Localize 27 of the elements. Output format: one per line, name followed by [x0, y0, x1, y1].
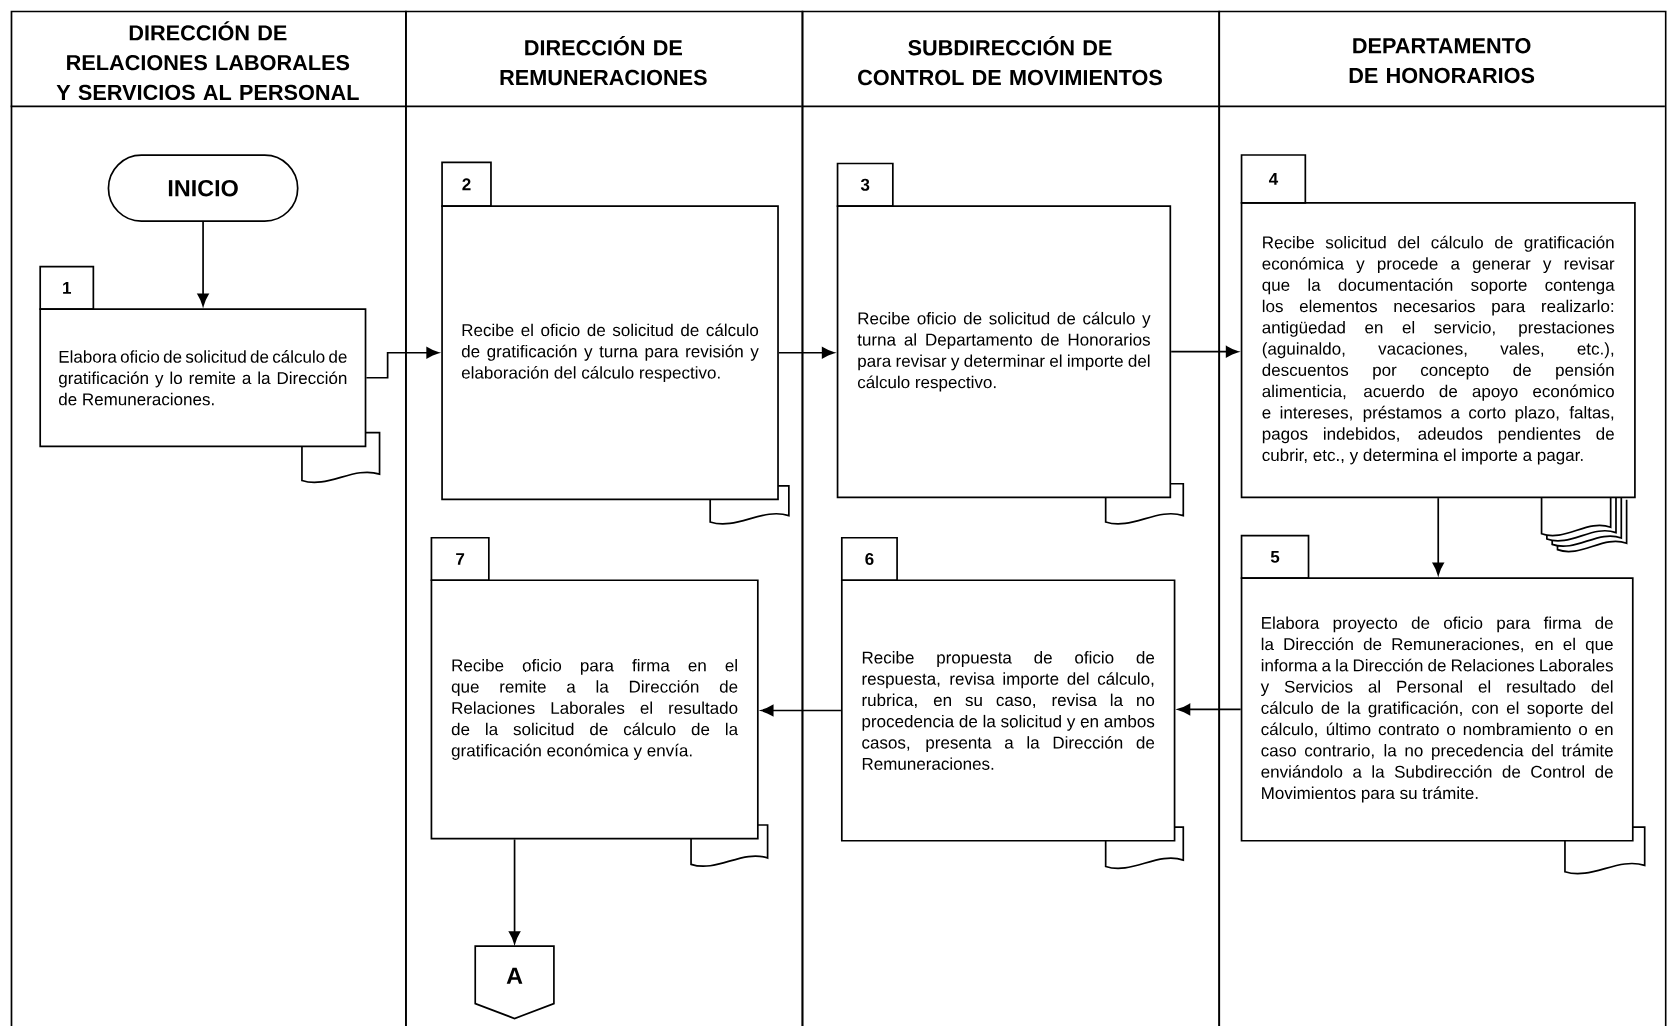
document-box: Elabora proyecto de oficio para firma de la Dirección de Remuneraciones, en el que informa a la Dirección de Relaciones Laborales y Servicios al Personal el resultado del cálculo de la gratificación, con el soporte del cálculo, último contrato o nombramiento o en caso contrario, la no precedencia del trámite enviándolo a la Subdirección de Control de Movimientos para su trámite.	[1240, 577, 1646, 875]
step-number-tab: 1	[39, 265, 95, 311]
arrow	[778, 347, 835, 359]
lane-header: DEPARTAMENTO DE HONORARIOS	[1349, 38, 1535, 84]
document-box: Recibe el oficio de solicitud de cálculo de gratificación y turna para revisión y elaboración del cálculo respectivo.	[441, 205, 790, 525]
lane-header: DIRECCIÓN DE REMUNERACIONES	[500, 36, 707, 86]
document-box: Recibe propuesta de oficio de respuesta, revisa importe del cálculo, rubrica, en su caso, revisa la no procedencia de la solicitud y en ambos casos, presenta a la Dirección de Remuneraciones.	[840, 579, 1185, 870]
step-number-tab: 7	[430, 536, 490, 582]
document-box: Recibe oficio para firma en el que remite a la Dirección de Relaciones Laborales el resultado de la solicitud de cálculo de la gratificación económica y envía.	[430, 579, 769, 868]
arrow	[365, 347, 439, 379]
arrow	[197, 221, 209, 307]
step-number-tab: 2	[441, 161, 492, 207]
arrow	[760, 704, 842, 717]
document-box: Recibe oficio de solicitud de cálculo y turna al Departamento de Honorarios para revisar y determinar el importe del cálculo respectivo.	[836, 205, 1185, 525]
step-number-tab: 4	[1240, 154, 1307, 204]
step-number-tab: 5	[1240, 534, 1310, 579]
arrow	[1177, 703, 1242, 716]
lane-header: SUBDIRECCIÓN DE CONTROL DE MOVIMIENTOS	[858, 36, 1162, 86]
lane-header: DIRECCIÓN DE RELACIONES LABORALES Y SERVICIOS AL PERSONAL	[56, 21, 359, 101]
step-number-tab: 3	[836, 162, 894, 207]
document-box: Elabora oficio de solicitud de cálculo de gratificación y lo remite a la Dirección de Remuneraciones.	[39, 308, 381, 484]
arrow	[1432, 497, 1444, 576]
arrow	[1170, 346, 1239, 358]
start-terminal: INICIO	[107, 154, 299, 222]
step-number-tab: 6	[840, 536, 898, 582]
off-page-connector: A	[474, 945, 555, 1020]
arrow	[508, 838, 521, 944]
